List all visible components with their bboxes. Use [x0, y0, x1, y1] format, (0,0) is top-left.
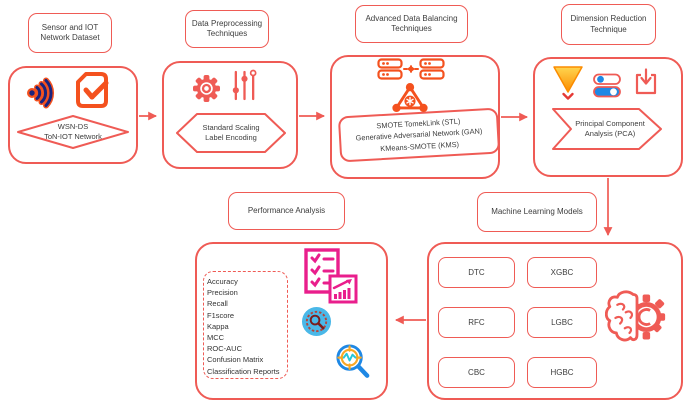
metric-item: Accuracy [207, 277, 238, 286]
preprocess-label: Standard Scaling Label Encoding [202, 122, 260, 143]
pca-banner [551, 107, 663, 156]
stage1-title: Sensor and IOT Network Dataset [28, 13, 112, 53]
stage2-title: Data Preprocessing Techniques [185, 10, 269, 48]
pca-label: Principal Component Analysis (PCA) [575, 118, 645, 139]
ml-title: Machine Learning Models [477, 192, 597, 232]
model-box-dtc: DTC [438, 257, 515, 288]
triangle-network-icon [392, 82, 428, 119]
model-box-cbc: CBC [438, 357, 515, 388]
stage4-title: Dimension Reduction Technique [561, 4, 656, 45]
model-box-xgbc: XGBC [527, 257, 597, 288]
metric-item: Kappa [207, 321, 229, 331]
stage3-title: Advanced Data Balancing Techniques [355, 5, 468, 43]
performance-title: Performance Analysis [228, 192, 345, 230]
document-check-icon [75, 72, 109, 113]
chart-growth-icon [328, 274, 358, 309]
model-box-hgbc: HGBC [527, 357, 597, 388]
dataset-diamond [14, 114, 132, 155]
model-box-rfc: RFC [438, 307, 515, 338]
metric-item: ROC-AUC [207, 344, 242, 354]
gear-icon [193, 75, 220, 107]
metric-item: F1score [207, 310, 235, 320]
search-pulse-icon [334, 343, 371, 386]
wifi-signal-icon [26, 77, 60, 114]
gauge-magnifier-icon [301, 306, 332, 342]
server-sync-icon [377, 58, 445, 86]
metric-item: Classification Reports [207, 366, 280, 376]
dataset-label: WSN-DS ToN-IOT Network [44, 121, 102, 142]
funnel-icon [552, 65, 584, 106]
toggle-switches-icon [592, 73, 622, 103]
metrics-list: Accuracy Precision Recall F1score Kappa … [207, 276, 280, 377]
download-icon [634, 68, 658, 100]
metric-item: Confusion Matrix [207, 355, 264, 365]
metrics-dashed-box [203, 271, 288, 379]
brain-gear-icon [604, 287, 669, 352]
sliders-icon [232, 69, 257, 107]
metric-item: MCC [207, 332, 225, 342]
metric-item: Recall [207, 299, 228, 309]
preprocess-hexagon [175, 112, 287, 159]
model-box-lgbc: LGBC [527, 307, 597, 338]
metric-item: Precision [207, 288, 238, 298]
